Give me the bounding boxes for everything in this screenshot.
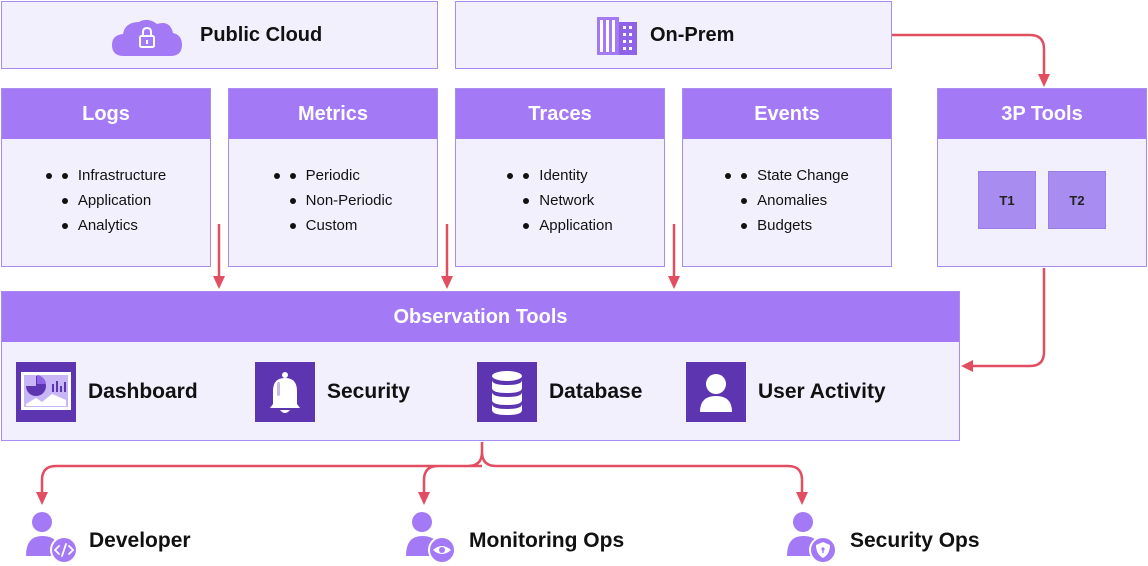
list-item: Analytics <box>61 213 166 238</box>
database-icon <box>477 362 537 422</box>
observation-tools-title: Observation Tools <box>2 292 959 342</box>
security-label: Security <box>327 380 410 403</box>
bell-icon <box>255 362 315 422</box>
third-party-tools-card: 3P Tools T1 T2 <box>937 88 1147 267</box>
list-item: Application <box>61 188 166 213</box>
third-party-to-observation-arrow <box>968 268 1046 368</box>
server-building-icon <box>597 17 637 55</box>
list-item: Network <box>523 188 612 213</box>
user-activity-icon <box>686 362 746 422</box>
list-item: Infrastructure <box>61 163 166 188</box>
developer-persona: Developer <box>20 508 220 564</box>
tool-tile-t2: T2 <box>1048 171 1106 229</box>
list-item: Non-Periodic <box>289 188 392 213</box>
public-cloud-label: Public Cloud <box>200 24 323 46</box>
metrics-card: Metrics Periodic Non-Periodic Custom <box>228 88 438 267</box>
dashboard-label: Dashboard <box>88 380 198 403</box>
monitoring-ops-persona: Monitoring Ops <box>404 508 664 564</box>
third-party-tools-title: 3P Tools <box>938 89 1146 139</box>
security-ops-label: Security Ops <box>850 529 980 552</box>
logs-title: Logs <box>2 89 210 139</box>
on-prem-label: On-Prem <box>650 24 735 46</box>
security-ops-persona: Security Ops <box>785 508 1025 564</box>
developer-icon <box>26 512 78 564</box>
on-prem-to-3p-arrow <box>892 33 1046 80</box>
list-item: Anomalies <box>741 188 849 213</box>
traces-title: Traces <box>456 89 664 139</box>
list-item: Budgets <box>741 213 849 238</box>
user-activity-label: User Activity <box>758 380 886 403</box>
events-card: Events State Change Anomalies Budgets <box>682 88 892 267</box>
list-item: State Change <box>741 163 849 188</box>
list-item: Custom <box>289 213 393 238</box>
observation-tools-panel: Observation Tools Dashboard Security D <box>1 291 960 441</box>
tool-tile-t1: T1 <box>978 171 1036 229</box>
database-label: Database <box>549 380 643 403</box>
dashboard-icon <box>16 362 76 422</box>
list-item: Identity <box>523 163 612 188</box>
monitoring-ops-label: Monitoring Ops <box>469 529 625 552</box>
security-shield-icon <box>787 512 837 564</box>
list-item: Periodic <box>289 163 393 188</box>
logs-card: Logs Infrastructure Application Analytic… <box>1 88 211 267</box>
traces-card: Traces Identity Network Application <box>455 88 665 267</box>
observation-to-consumers-connector <box>40 442 804 500</box>
developer-label: Developer <box>89 529 191 552</box>
metrics-title: Metrics <box>229 89 437 139</box>
on-prem-box: On-Prem <box>455 1 892 69</box>
list-item: Application <box>523 213 613 238</box>
cloud-lock-icon <box>112 19 182 57</box>
public-cloud-box: Public Cloud <box>1 1 438 69</box>
monitoring-eye-icon <box>406 512 456 564</box>
events-title: Events <box>683 89 891 139</box>
